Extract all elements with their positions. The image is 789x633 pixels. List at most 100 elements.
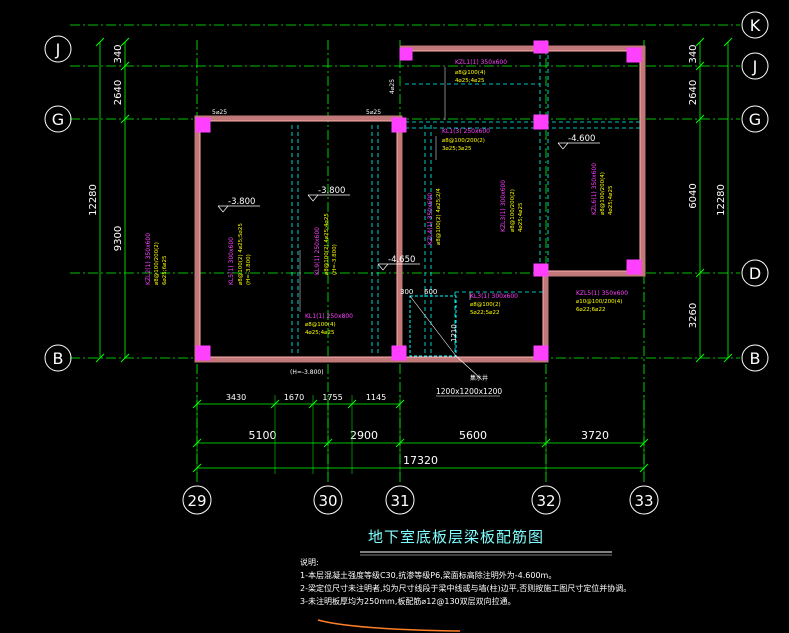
axis-bubble-right: G <box>741 105 769 133</box>
axis-label: B <box>750 349 761 368</box>
bubble-circle <box>531 485 561 515</box>
dim-tick <box>120 37 130 47</box>
bubble-circle <box>182 485 212 515</box>
dim-label: 5600 <box>459 429 487 442</box>
small-annotation: (H=-3.800) <box>290 369 324 376</box>
rebar-spec: ⌀8@100/200(2) <box>442 138 485 144</box>
axis-bubble-left: B <box>44 344 72 372</box>
column <box>533 40 549 54</box>
axis-bubble-bottom: 29 <box>182 485 212 515</box>
beam-label-vertical: KL5(1) 300x600 <box>228 237 235 285</box>
dim-label: 340 <box>113 44 124 63</box>
dim-tick <box>95 353 105 363</box>
dim-label: 2640 <box>688 80 699 105</box>
dim-tick <box>120 353 130 363</box>
bubble-circle <box>741 259 769 287</box>
elevation-triangle <box>217 205 229 213</box>
column <box>626 259 642 275</box>
rebar-spec: ⌀10@100/200(4) <box>576 299 622 305</box>
beam-label: KZL2(1) 350x600 <box>145 233 152 285</box>
dim-label: 1145 <box>366 393 386 402</box>
dim-tick <box>695 268 705 278</box>
bubble-circle <box>741 344 769 372</box>
dim-label: 12280 <box>716 184 727 216</box>
rebar-spec-vertical: ⌀8@100/200(2) <box>510 189 516 232</box>
dim-tick <box>695 114 705 124</box>
small-annotation: 1210 <box>450 324 458 342</box>
dim-tick <box>723 37 733 47</box>
bubble-circle <box>44 344 72 372</box>
elevation-marker: -3.800 <box>217 197 260 213</box>
axis-bubble-left: G <box>44 105 72 133</box>
dimension-lines: 3402640930012280340264060403260122803430… <box>88 37 733 474</box>
dim-label: 1670 <box>284 393 304 402</box>
dim-tick <box>120 114 130 124</box>
dim-label: 2900 <box>350 429 378 442</box>
bubble-circle <box>741 105 769 133</box>
beam-label: KL3(1) 300x600 <box>470 293 518 300</box>
small-annotation: 5⌀25 <box>366 109 381 116</box>
axis-label: 31 <box>390 492 409 510</box>
rebar-spec-vertical: (H=-3.800) <box>332 244 338 275</box>
axis-bubble-left: J <box>44 35 72 63</box>
dim-label: 5100 <box>249 429 277 442</box>
beam-label: KZL4(1) 350x600 <box>427 193 434 245</box>
pit-label: 1200x1200x1200 <box>436 387 502 396</box>
beam-label: KZL6(1) 350x600 <box>591 163 598 215</box>
bubble-circle <box>629 485 659 515</box>
axis-label: 32 <box>536 492 555 510</box>
rebar-spec-vertical: ⌀8@100/200(4) <box>600 172 606 215</box>
axis-bubble-bottom: 31 <box>385 485 415 515</box>
rebar-spec: 6⌀22;6⌀22 <box>576 307 605 313</box>
column <box>533 114 549 130</box>
rebar-spec-vertical: ⌀8@100(2) 4⌀25;2/4 <box>436 188 442 245</box>
dim-label: 3720 <box>581 429 609 442</box>
rebar-spec: 4⌀25;4⌀25 <box>305 330 335 336</box>
column <box>391 345 407 361</box>
axis-bubble-right: B <box>741 344 769 372</box>
beam-label: KL1(1) 250x800 <box>305 313 353 320</box>
column <box>391 117 407 133</box>
elevation-triangle <box>377 263 389 271</box>
sump-pit <box>409 295 481 379</box>
rebar-spec: ⌀8@100(2) <box>470 302 501 308</box>
beam-label: KZL1(1) 350x600 <box>455 59 507 66</box>
axis-label: G <box>749 110 761 129</box>
dim-label: 17320 <box>403 454 438 467</box>
axis-label: B <box>53 349 64 368</box>
dim-tick <box>120 61 130 71</box>
elevation-marker: -4.600 <box>557 134 600 150</box>
bubble-circle <box>741 11 769 39</box>
orange-annotation-stroke <box>317 619 461 632</box>
rebar-spec-vertical: ⌀8@100/200(2) <box>154 242 160 285</box>
elevation-marker: -3.800 <box>307 186 350 202</box>
axis-bubble-right: K <box>741 11 769 39</box>
elevation-triangle <box>307 194 319 202</box>
dim-label: 3430 <box>226 393 246 402</box>
drawing-title: 地下室底板层梁板配筋图 <box>368 528 545 546</box>
axis-bubble-bottom: 30 <box>313 485 343 515</box>
rebar-spec-vertical: (H=-3.800) <box>246 254 252 285</box>
axis-label: J <box>752 57 758 76</box>
note-line-3: 3-未注明板厚均为250mm,板配筋⌀12@130双层双向拉通。 <box>300 597 516 606</box>
elevation-marker: -4.650 <box>377 255 420 271</box>
dim-label: 3260 <box>688 303 699 328</box>
rebar-spec: ⌀8@100(4) <box>455 70 486 76</box>
small-annotation: 600 <box>424 288 437 296</box>
axis-label: K <box>750 16 761 35</box>
dim-tick <box>695 37 705 47</box>
elevation-text: -4.600 <box>568 134 595 144</box>
dashed-beams <box>291 55 640 355</box>
bubble-circle <box>385 485 415 515</box>
column <box>533 263 549 277</box>
notes: 说明: 1-本层混凝土强度等级C30,抗渗等级P6,梁面标高除注明外为-4.60… <box>300 556 631 608</box>
rebar-spec: ⌀8@100(4) <box>305 322 336 328</box>
elevation-text: -3.800 <box>228 197 255 207</box>
bubble-circle <box>741 52 769 80</box>
small-annotation: 4⌀25 <box>389 79 396 94</box>
note-line-1: 1-本层混凝土强度等级C30,抗渗等级P6,梁面标高除注明外为-4.600m。 <box>300 571 557 580</box>
column <box>195 117 211 133</box>
